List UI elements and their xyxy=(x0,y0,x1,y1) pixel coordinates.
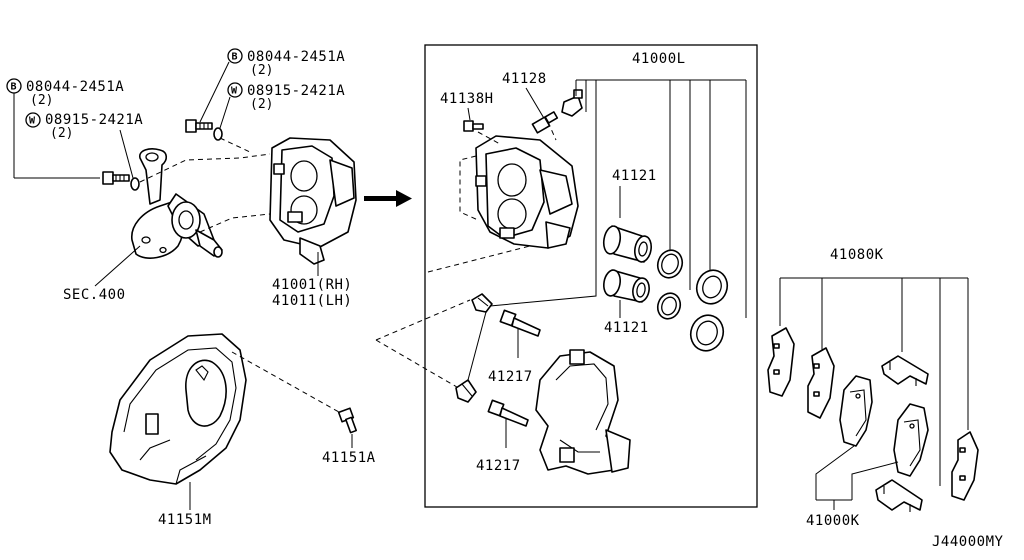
washer-top-leader xyxy=(219,96,231,129)
exploded-view-arrow xyxy=(364,190,412,207)
kit-cap-part xyxy=(561,89,583,117)
caliper-body-part xyxy=(475,135,579,249)
bolt-left-callout: B 08044-2451A (2) xyxy=(6,78,124,179)
piston-seal-lower-part xyxy=(656,292,682,320)
dust-boot-upper-part xyxy=(695,269,729,305)
anti-squeal-shim-right-part xyxy=(951,431,979,501)
pin-lower-label: 41217 xyxy=(476,458,521,474)
badge-b-top-text: B xyxy=(232,52,238,63)
assembly-line-shield-bolt xyxy=(231,351,347,417)
caliper-lh-label: 41011(LH) xyxy=(272,293,352,309)
assembly-line-knuckle-lower xyxy=(199,213,271,233)
washer-top-part xyxy=(213,127,223,141)
pad-kit-label: 41080K xyxy=(830,247,884,263)
bolt-top-qty: (2) xyxy=(250,63,273,78)
brake-pad-inner-part xyxy=(893,403,929,477)
washer-top-qty: (2) xyxy=(250,97,273,112)
assembly-line-knuckle-caliper xyxy=(139,153,271,183)
assembly-line-outside-lower xyxy=(375,339,463,391)
pin-upper-label: 41217 xyxy=(488,369,533,385)
anti-squeal-shim-inner-part xyxy=(807,347,835,419)
assembly-line-box-upper xyxy=(427,245,531,273)
badge-w-left-text: W xyxy=(29,116,36,127)
bolt-top-callout: B 08044-2451A (2) xyxy=(199,48,345,123)
badge-w-top xyxy=(227,82,243,98)
pin-upper-part xyxy=(499,309,541,337)
caliper-rh-label: 41001(RH) xyxy=(272,277,352,293)
kit-label: 41000L xyxy=(632,51,686,67)
caliper-assembly-part xyxy=(269,137,357,265)
piston-lower-label: 41121 xyxy=(604,320,649,336)
bleeder-label: 41128 xyxy=(502,71,547,87)
dust-boot-lower-part xyxy=(689,314,725,352)
assembly-line-bleeder-caliper xyxy=(547,121,557,141)
washer-left-part xyxy=(130,177,140,191)
bolt-top-part xyxy=(185,119,223,141)
brake-pad-outer-part xyxy=(839,375,873,447)
pads-label: 41000K xyxy=(806,513,860,529)
shield-bolt-part xyxy=(337,407,358,434)
shield-bolt-label: 41151A xyxy=(322,450,376,466)
pad-clip-lower-part xyxy=(875,479,923,512)
washer-left-code: 08915-2421A xyxy=(45,112,143,128)
badge-w-top-text: W xyxy=(231,86,238,97)
steering-knuckle-part xyxy=(131,148,223,259)
dust-shield-part xyxy=(109,333,247,485)
washer-top-code: 08915-2421A xyxy=(247,83,345,99)
bolt-left-code: 08044-2451A xyxy=(26,79,124,95)
washer-left-qty: (2) xyxy=(50,126,73,141)
bolt-left-qty: (2) xyxy=(30,93,53,108)
assembly-line-cap-caliper xyxy=(477,131,501,145)
sec-label: SEC.400 xyxy=(63,287,126,303)
piston-upper-label: 41121 xyxy=(612,168,657,184)
bleeder-leader xyxy=(525,87,546,121)
caliper-bracket-part xyxy=(535,349,631,475)
bleeder-screw-part xyxy=(531,111,559,134)
dust-shield-label: 41151M xyxy=(158,512,212,528)
bolt-left-part xyxy=(102,171,140,191)
washer-left-leader xyxy=(119,129,134,179)
bleeder-cap-label: 41138H xyxy=(440,91,494,107)
pin-boot-leader xyxy=(467,311,487,381)
bleeder-cap-part xyxy=(463,120,484,132)
pin-boot-lower-part xyxy=(455,379,477,403)
pads-leader-lines xyxy=(815,445,899,510)
anti-squeal-shim-outer-part xyxy=(767,327,795,397)
assembly-line-outside-upper xyxy=(375,299,471,341)
bolt-top-code: 08044-2451A xyxy=(247,49,345,65)
bolt-top-leader xyxy=(199,61,230,123)
piston-lower-part xyxy=(603,269,650,303)
exploded-view-frame xyxy=(424,44,758,508)
assembly-line-caliper-left xyxy=(459,155,479,221)
badge-w-left xyxy=(25,112,41,128)
piston-seal-upper-part xyxy=(656,249,684,279)
kit-leader-lines xyxy=(489,79,747,318)
badge-b-top xyxy=(227,48,243,64)
badge-b-left-text: B xyxy=(11,82,17,93)
sec-leader xyxy=(94,245,141,287)
pin-lower-part xyxy=(487,399,529,427)
pad-kit-leader-lines xyxy=(779,277,969,486)
pad-clip-upper-part xyxy=(881,355,929,386)
washer-left-callout: W 08915-2421A (2) xyxy=(25,112,143,179)
washer-top-callout: W 08915-2421A (2) xyxy=(219,82,345,129)
bleeder-cap-leader xyxy=(467,107,471,121)
piston-upper-part xyxy=(602,225,652,263)
pin-boot-upper-part xyxy=(471,293,493,313)
diagram-code-label: J44000MY xyxy=(932,534,1004,550)
assembly-line-bolt-top xyxy=(219,137,251,153)
